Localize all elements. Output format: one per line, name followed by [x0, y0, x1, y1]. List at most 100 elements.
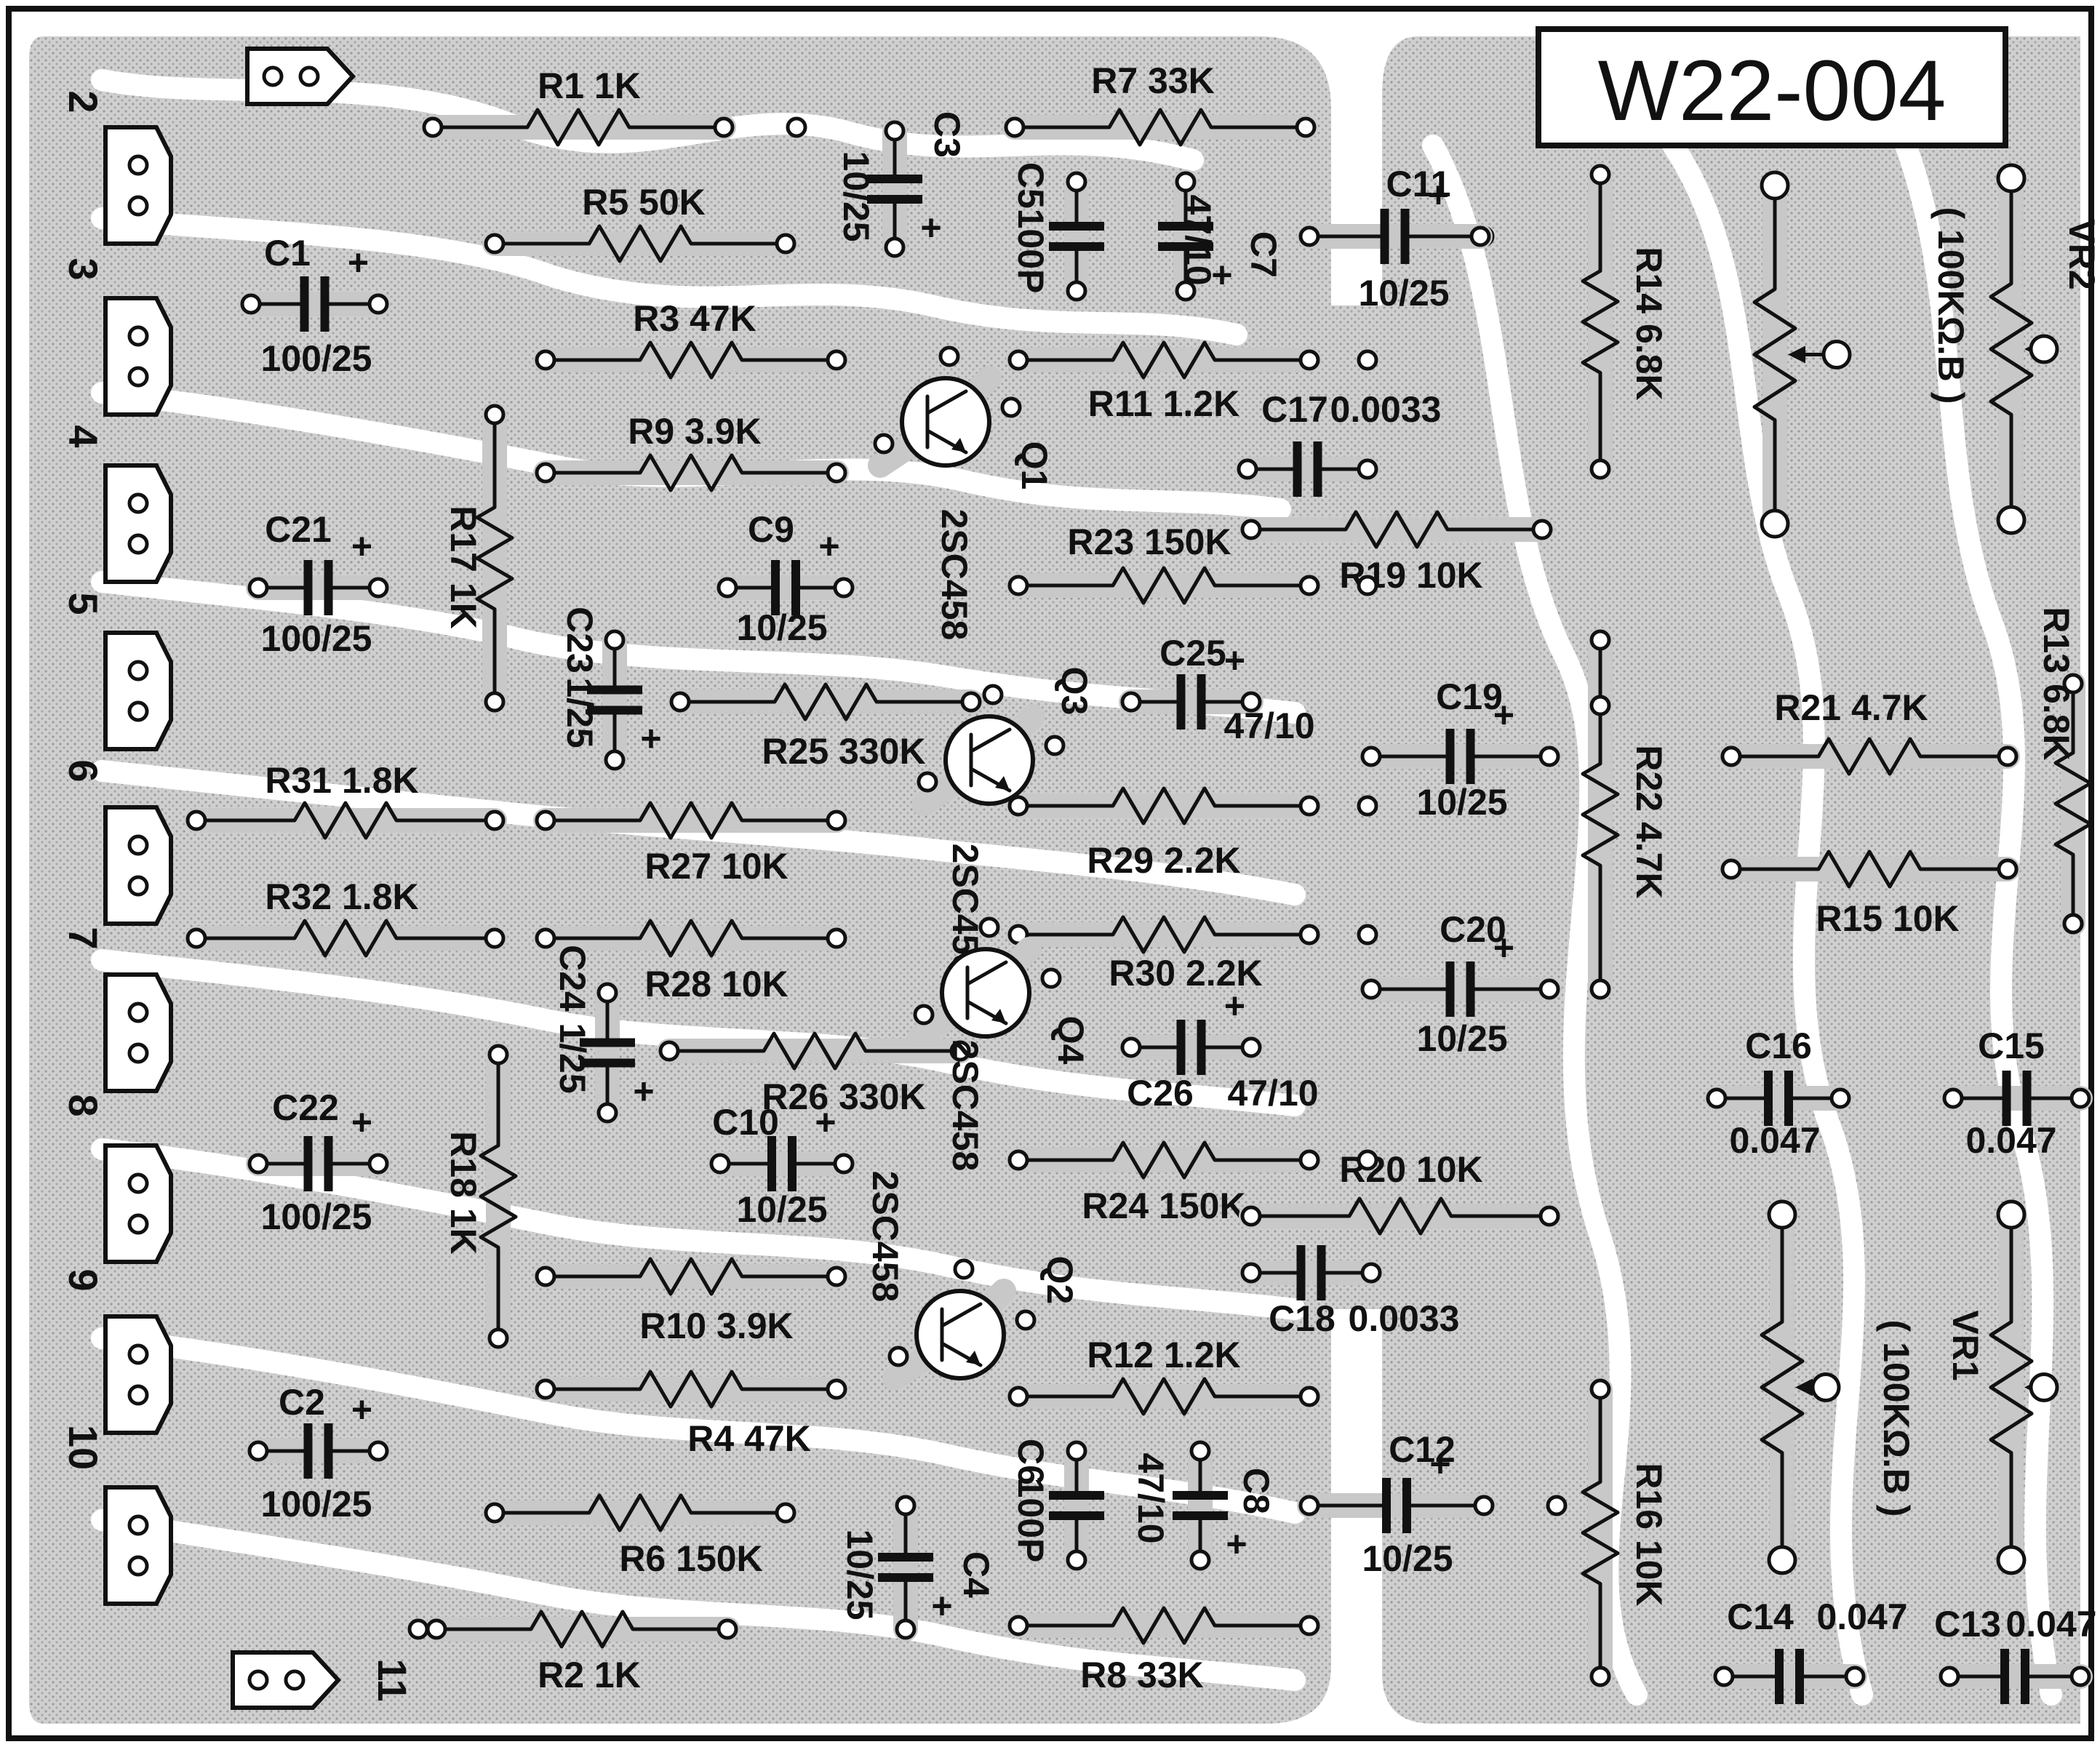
capacitor-plate — [580, 1038, 635, 1047]
resistor-body — [2053, 681, 2093, 926]
solder-pad — [1538, 978, 1560, 1000]
solder-pad — [1589, 695, 1611, 716]
solder-pad — [713, 116, 735, 138]
transistor-collector — [969, 727, 1012, 753]
resistor-body — [1249, 1196, 1552, 1236]
capacitor-plate — [1775, 1649, 1784, 1704]
transistor-part: 2SC458 — [945, 1040, 986, 1172]
capacitor-plate — [1158, 242, 1213, 251]
solder-pad — [1298, 1615, 1320, 1636]
capacitor-plate — [587, 705, 642, 715]
resistor-r28: R28 10K — [533, 919, 849, 1004]
capacitor-name: C23 — [559, 607, 600, 673]
solder-pad — [484, 809, 506, 831]
resistor-label: R22 4.7K — [1629, 745, 1669, 898]
resistor-body — [543, 1370, 839, 1409]
capacitor-value: 10/25 — [836, 151, 877, 241]
potentiometer-value: ( 100KΩ.B ) — [1876, 1320, 1917, 1517]
capacitor-plate — [1795, 1649, 1804, 1704]
capacitor-name: C2 — [279, 1382, 325, 1423]
capacitor-name: C16 — [1745, 1026, 1812, 1066]
capacitor-plate — [2002, 1071, 2011, 1126]
potentiometer-terminal — [1767, 1545, 1797, 1575]
solder-pad — [2069, 1087, 2091, 1109]
resistor-label: R26 330K — [762, 1076, 925, 1117]
edge-pin-number: 4 — [60, 425, 106, 447]
capacitor-plate — [1197, 1020, 1206, 1075]
potentiometer-unlabeled — [1752, 170, 1852, 539]
solder-pad — [1357, 795, 1378, 817]
resistor-r7: R7 33K — [1002, 60, 1318, 147]
polarity-plus: + — [931, 1586, 952, 1626]
resistor-body — [543, 1257, 839, 1296]
potentiometer-terminal — [1821, 340, 1852, 369]
capacitor-plate — [867, 195, 922, 204]
potentiometer-value: ( 100KΩ.B ) — [1931, 207, 1971, 404]
resistor-body — [1729, 737, 2010, 776]
polarity-plus: + — [1226, 1524, 1247, 1564]
capacitor-plate — [1197, 674, 1206, 729]
capacitor-plate — [1764, 1071, 1773, 1126]
polarity-plus: + — [1493, 927, 1514, 968]
edge-pin-hole — [127, 366, 149, 388]
solder-pad — [982, 684, 1004, 705]
capacitor-plate — [1049, 242, 1104, 251]
edge-pin-number: 10 — [60, 1425, 106, 1470]
capacitor-plate — [1173, 1511, 1228, 1520]
capacitor-plate — [878, 1573, 933, 1582]
solder-pad — [1007, 575, 1029, 596]
capacitor-value: 10/25 — [1416, 1018, 1507, 1059]
capacitor-value: 10/25 — [736, 1189, 827, 1230]
potentiometer-wiper-arrow — [1788, 345, 1805, 364]
solder-pad — [247, 577, 269, 599]
capacitor-name: C3 — [927, 111, 967, 158]
solder-pad — [426, 1618, 447, 1640]
transistor-collector — [940, 1302, 983, 1328]
capacitor-plate — [303, 1136, 313, 1191]
resistor-body — [543, 453, 839, 492]
edge-pin-hole — [127, 1002, 149, 1023]
capacitor-name: C6 — [1010, 1439, 1051, 1485]
resistor-label: R8 33K — [1080, 1655, 1204, 1695]
polarity-plus: + — [351, 1102, 372, 1143]
solder-pad — [1000, 396, 1022, 418]
resistor-r27: R27 10K — [533, 801, 849, 887]
resistor-label: R5 50K — [582, 182, 706, 223]
capacitor-plate — [1445, 729, 1455, 784]
resistor-label: R7 33K — [1091, 60, 1215, 101]
solder-pad — [1589, 458, 1611, 480]
edge-pin-hole — [298, 65, 320, 87]
solder-pad — [1546, 1495, 1568, 1516]
solder-pad — [786, 116, 807, 138]
solder-pad — [1237, 458, 1258, 480]
resistor-r8: R8 33K — [1006, 1606, 1322, 1695]
capacitor-plate — [1313, 441, 1322, 497]
solder-pad — [535, 349, 556, 371]
solder-pad — [596, 1102, 618, 1124]
capacitor-name: C8 — [1236, 1468, 1277, 1514]
capacitor-value: 0.0033 — [1349, 1298, 1460, 1339]
capacitor-plate — [1380, 209, 1389, 264]
solder-pad — [1997, 858, 2019, 880]
capacitor-name: C21 — [265, 509, 332, 550]
solder-pad — [2062, 913, 2084, 935]
edge-pin-hole — [127, 834, 149, 856]
edge-pin-hole — [284, 1669, 306, 1691]
capacitor-value: 100/25 — [261, 1484, 372, 1524]
polarity-plus: + — [633, 1071, 654, 1112]
solder-pad — [1298, 795, 1320, 817]
capacitor-value: 10/25 — [839, 1529, 880, 1620]
edge-pin-outline — [103, 972, 173, 1093]
solder-pad — [422, 116, 444, 138]
resistor-r24: R24 150K — [1006, 1140, 1322, 1226]
potentiometer-wiper-arrow — [1795, 1378, 1813, 1396]
resistor-label: R27 10K — [644, 846, 788, 887]
solder-pad — [1997, 745, 2019, 767]
